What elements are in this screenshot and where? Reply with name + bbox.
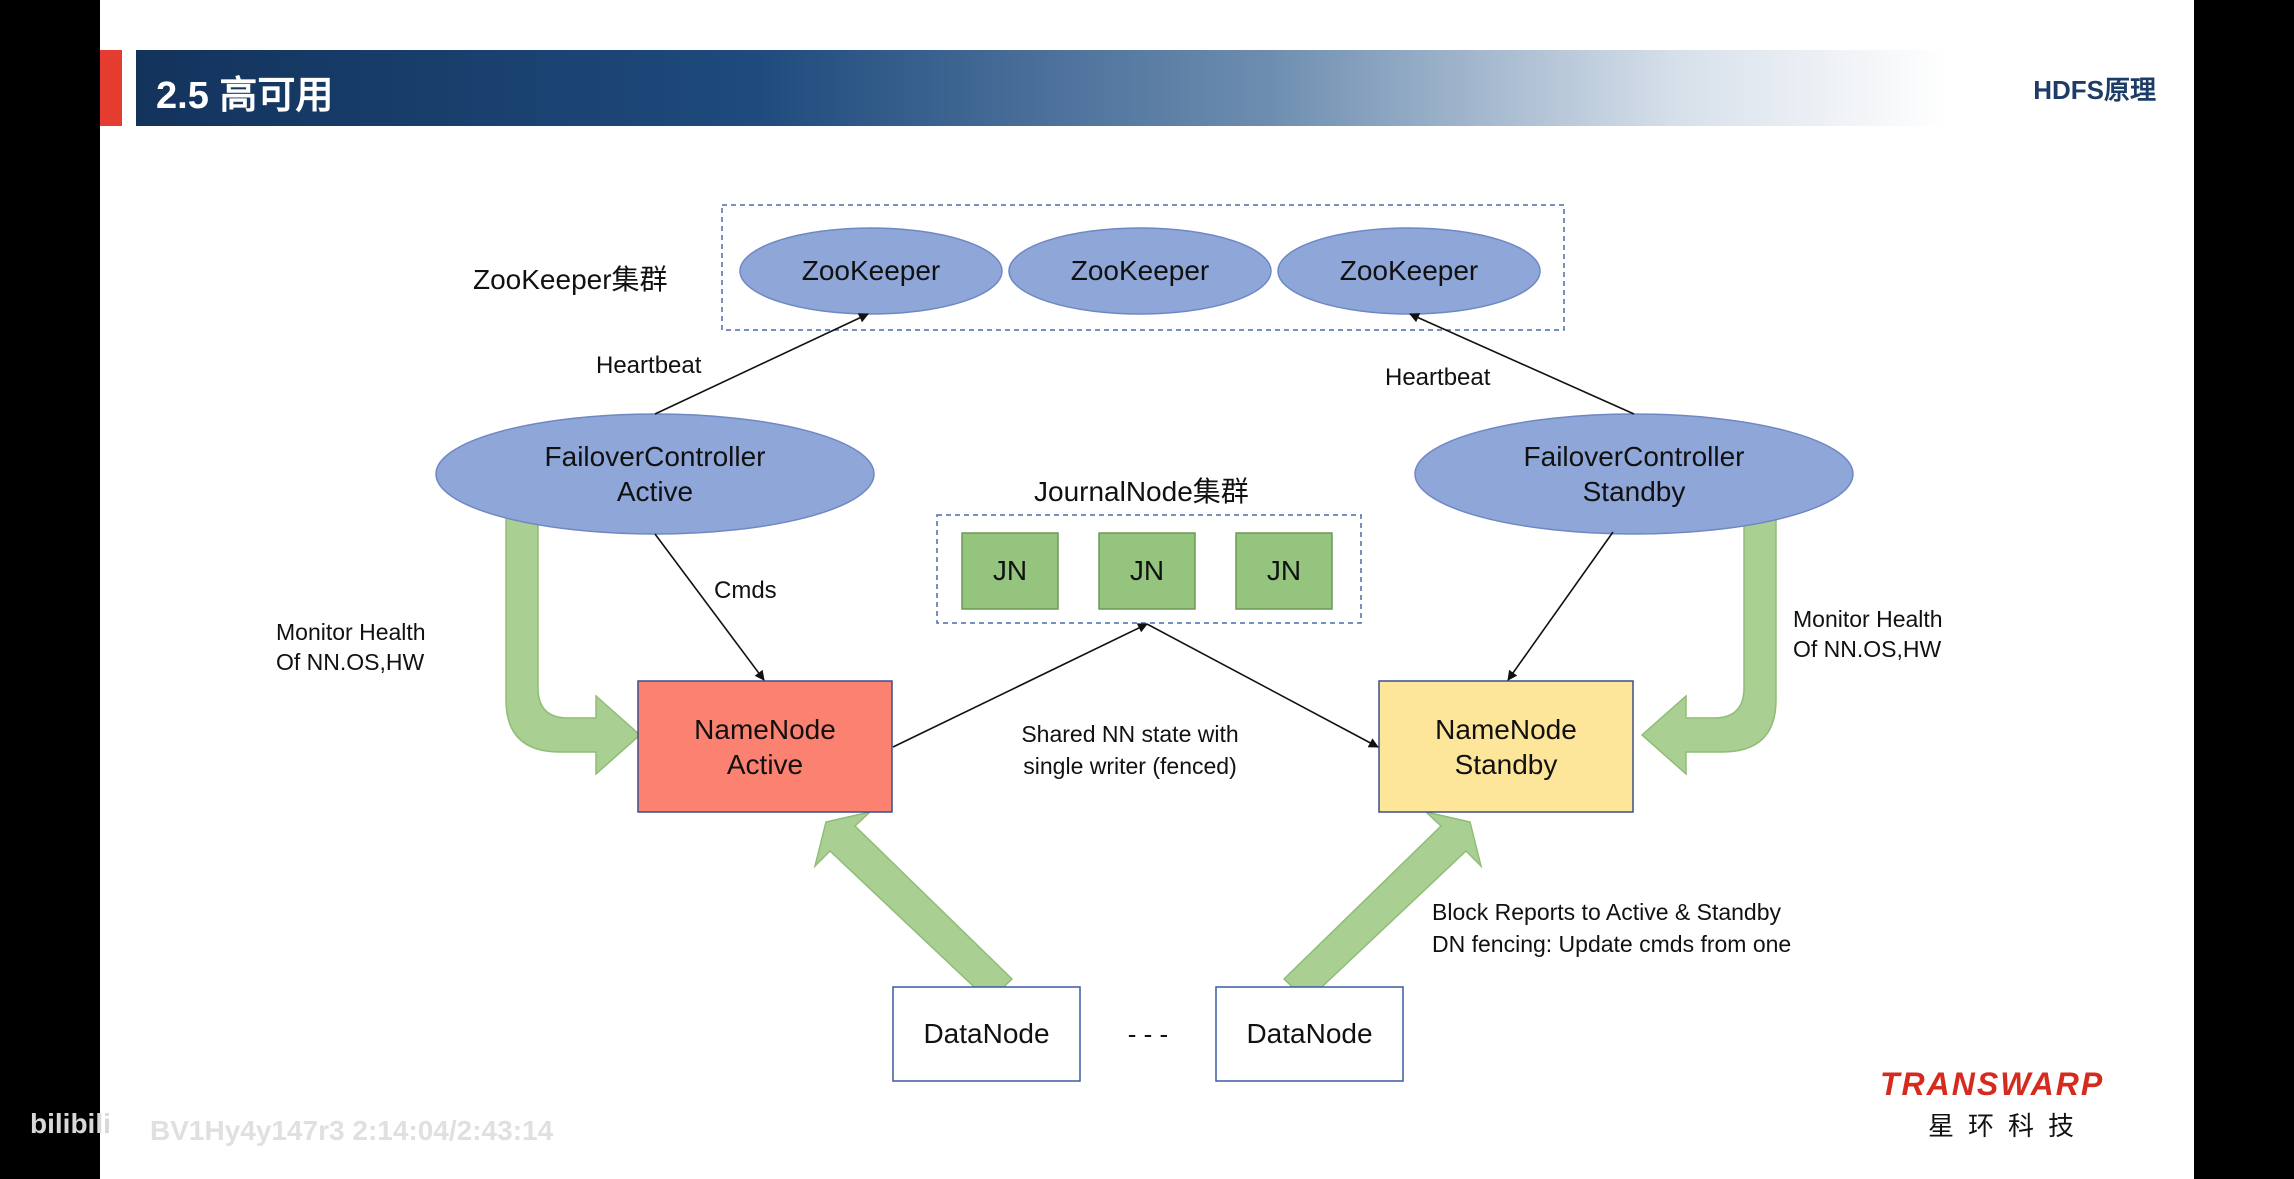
namenode-active-line2: Active	[726, 748, 804, 780]
failover-standby-text: FailoverController Standby	[1415, 436, 1853, 512]
block-reports-label: Block Reports to Active & Standby DN fenc…	[1432, 896, 1791, 960]
zookeeper-cluster-frame	[721, 204, 1565, 331]
zookeeper-node-1	[739, 227, 1003, 315]
failover-standby-line2: Standby	[1582, 476, 1686, 507]
failover-active-line1: FailoverController	[544, 441, 766, 472]
section-title: HDFS原理	[2033, 75, 2156, 105]
monitor-left-line1: Monitor Health	[276, 619, 426, 645]
shared-state-line2: single writer (fenced)	[1023, 753, 1237, 779]
block-report-arrow-left	[813, 810, 1014, 1003]
cmds-arrow-right	[1507, 531, 1614, 681]
zookeeper-node-3	[1277, 227, 1541, 315]
heartbeat-label-left: Heartbeat	[596, 352, 702, 379]
journal-node-1	[961, 532, 1059, 610]
zookeeper-node-1-label: ZooKeeper	[801, 255, 941, 286]
namenode-active-box	[637, 680, 893, 813]
failover-active-line2: Active	[616, 476, 694, 507]
slide: 2.5 高可用 HDFS原理	[100, 0, 2194, 1179]
namenode-active-line1: NameNode	[694, 713, 836, 745]
heartbeat-arrow-right	[1409, 313, 1635, 415]
heartbeat-label-right: Heartbeat	[1385, 364, 1491, 391]
cmds-arrow-left	[654, 533, 765, 681]
zookeeper-cluster-label: ZooKeeper集群	[473, 264, 668, 295]
datanode-left-box	[892, 986, 1081, 1082]
shared-state-line1: Shared NN state with	[1021, 721, 1239, 747]
bilibili-watermark: bilibili	[30, 1108, 111, 1139]
journal-node-2-label: JN	[1129, 555, 1165, 586]
block-line1: Block Reports to Active & Standby	[1432, 899, 1782, 925]
block-line2: DN fencing: Update cmds from one	[1432, 931, 1792, 957]
shared-state-read-arrow	[1146, 623, 1379, 748]
monitor-health-left: Monitor Health Of NN.OS,HW	[276, 617, 426, 677]
journal-node-3-label: JN	[1266, 555, 1302, 586]
datanode-ellipsis: - - -	[1127, 1018, 1169, 1049]
monitor-right-line2: Of NN.OS,HW	[1793, 636, 1942, 662]
video-timestamp: BV1Hy4y147r3 2:14:04/2:43:14	[150, 1115, 554, 1146]
header-accent	[100, 50, 122, 126]
monitor-left-line2: Of NN.OS,HW	[276, 649, 425, 675]
journal-node-3	[1235, 532, 1333, 610]
zookeeper-node-2-label: ZooKeeper	[1070, 255, 1210, 286]
journal-node-2	[1098, 532, 1196, 610]
namenode-standby-line1: NameNode	[1435, 713, 1577, 745]
header-band	[136, 50, 2194, 126]
journal-node-1-label: JN	[992, 555, 1028, 586]
monitor-arrow-left	[505, 514, 642, 776]
namenode-standby-text: NameNode Standby	[1379, 681, 1633, 812]
block-report-arrow-right	[1282, 810, 1483, 1003]
transwarp-logo-cn: 星环科技	[1928, 1112, 2089, 1142]
namenode-active-text: NameNode Active	[638, 681, 892, 812]
namenode-standby-line2: Standby	[1454, 748, 1558, 780]
diagram-canvas	[435, 204, 1854, 1082]
monitor-health-right: Monitor Health Of NN.OS,HW	[1793, 604, 1943, 664]
namenode-standby-box	[1378, 680, 1634, 813]
journalnode-cluster-label: JournalNode集群	[1034, 476, 1249, 507]
shared-state-label: Shared NN state with single writer (fenc…	[1000, 718, 1260, 782]
datanode-right-label: DataNode	[1246, 1018, 1373, 1049]
monitor-right-line1: Monitor Health	[1793, 606, 1943, 632]
cmds-label: Cmds	[714, 577, 777, 604]
transwarp-logo: TRANSWARP	[1880, 1066, 2105, 1102]
zookeeper-node-2	[1008, 227, 1272, 315]
shared-state-write-arrow	[892, 623, 1148, 748]
zookeeper-node-3-label: ZooKeeper	[1339, 255, 1479, 286]
monitor-arrow-right	[1640, 514, 1777, 776]
datanode-left-label: DataNode	[923, 1018, 1050, 1049]
datanode-right-box	[1215, 986, 1404, 1082]
failover-standby-line1: FailoverController	[1523, 441, 1745, 472]
heartbeat-arrow-left	[654, 313, 869, 415]
journalnode-cluster-frame	[936, 514, 1362, 624]
failover-active-text: FailoverController Active	[436, 436, 874, 512]
page-title: 2.5 高可用	[156, 75, 334, 117]
